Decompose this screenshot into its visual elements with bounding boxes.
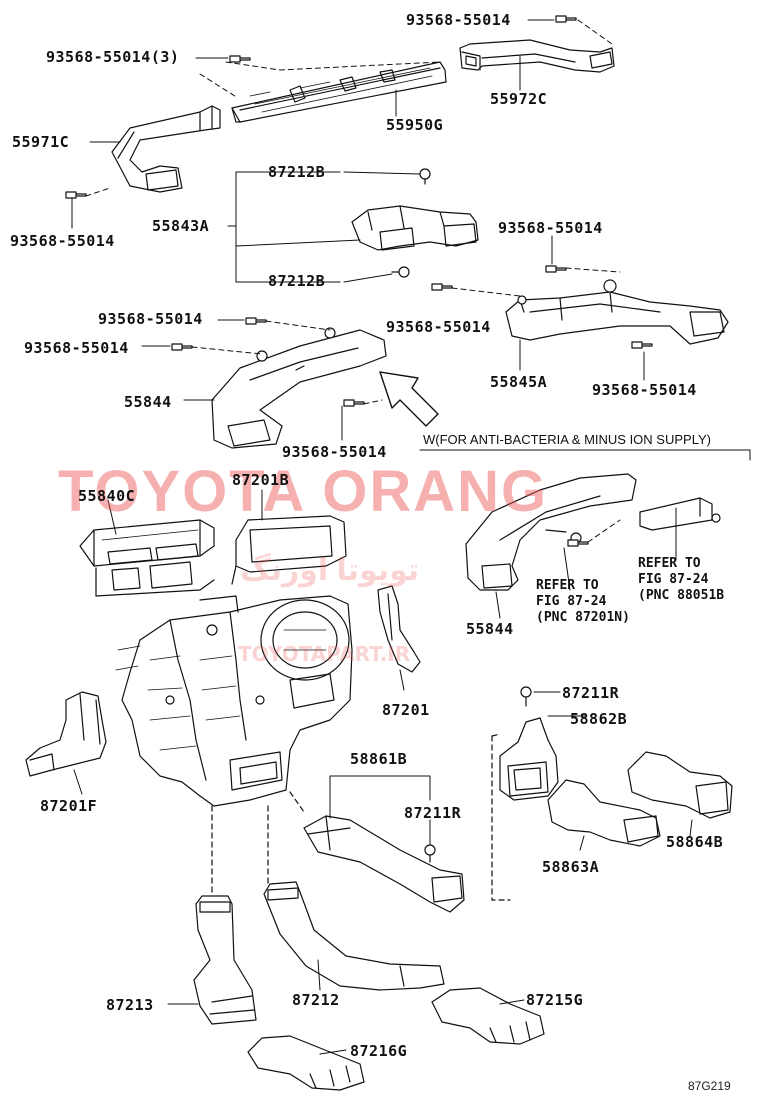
duct-55844-lower bbox=[465, 473, 637, 591]
label-55840c: 55840C bbox=[78, 487, 136, 505]
duct-55843a bbox=[351, 205, 479, 251]
label-87212: 87212 bbox=[292, 991, 340, 1009]
label-bolt-left-2: 93568-55014 bbox=[98, 310, 203, 328]
duct-87216g bbox=[247, 1035, 365, 1091]
label-87201: 87201 bbox=[382, 701, 430, 719]
label-bolt-right-2: 93568-55014 bbox=[498, 219, 603, 237]
duct-58863a bbox=[547, 779, 661, 847]
label-55972c: 55972C bbox=[490, 90, 548, 108]
watermark-text: TOYOTA ORANG bbox=[58, 459, 549, 524]
duct-58864b bbox=[627, 751, 733, 819]
label-55844-bottom: 55844 bbox=[466, 620, 514, 638]
duct-87201 bbox=[377, 585, 421, 673]
watermark-url: TOYOTAPART.IR bbox=[238, 642, 411, 666]
register-55950g bbox=[231, 61, 447, 123]
label-58863a: 58863A bbox=[542, 858, 600, 876]
direction-arrow bbox=[379, 371, 439, 427]
label-bolt-left-1: 93568-55014 bbox=[10, 232, 115, 250]
label-55844-top: 55844 bbox=[124, 393, 172, 411]
label-bolt-top-right: 93568-55014 bbox=[406, 11, 511, 29]
duct-58862b bbox=[499, 717, 559, 801]
note-anti-bacteria: W(FOR ANTI-BACTERIA & MINUS ION SUPPLY) bbox=[423, 432, 711, 447]
label-87213: 87213 bbox=[106, 996, 154, 1014]
label-55845a: 55845A bbox=[490, 373, 548, 391]
refer-87201n: REFER TO FIG 87-24 (PNC 87201N) bbox=[536, 578, 630, 625]
label-87211r-top: 87211R bbox=[562, 684, 620, 702]
refer-88051b: REFER TO FIG 87-24 (PNC 88051B bbox=[638, 556, 725, 603]
label-58864b: 58864B bbox=[666, 833, 724, 851]
watermark-persian: تویوتا اورنگ bbox=[240, 554, 420, 587]
label-bolt-right-3: 93568-55014 bbox=[386, 318, 491, 336]
duct-55840c bbox=[79, 519, 215, 597]
label-58862b: 58862B bbox=[570, 710, 628, 728]
duct-87201f bbox=[25, 691, 107, 777]
label-87201f: 87201F bbox=[40, 797, 98, 815]
label-bolt-3: 93568-55014(3) bbox=[46, 48, 180, 66]
label-87201b: 87201B bbox=[232, 471, 290, 489]
label-bolt-right-4: 93568-55014 bbox=[592, 381, 697, 399]
sensor-88051b bbox=[639, 497, 721, 531]
label-55843a: 55843A bbox=[152, 217, 210, 235]
label-bolt-mid: 93568-55014 bbox=[282, 443, 387, 461]
figure-code: 87G219 bbox=[688, 1079, 731, 1093]
label-87216g: 87216G bbox=[350, 1042, 408, 1060]
duct-87215g bbox=[431, 987, 545, 1045]
duct-55971c bbox=[111, 105, 221, 193]
label-bolt-left-3: 93568-55014 bbox=[24, 339, 129, 357]
duct-55844-upper bbox=[211, 327, 387, 449]
frame-87201b bbox=[231, 515, 347, 585]
duct-58861b bbox=[303, 815, 465, 913]
label-87211r-bottom: 87211R bbox=[404, 804, 462, 822]
label-55971c: 55971C bbox=[12, 133, 70, 151]
label-87215g: 87215G bbox=[526, 991, 584, 1009]
duct-55972c bbox=[459, 39, 615, 73]
label-87212b-top: 87212B bbox=[268, 163, 326, 181]
duct-55845a bbox=[505, 279, 729, 345]
duct-87212 bbox=[263, 881, 445, 991]
duct-87213 bbox=[193, 895, 257, 1025]
label-55950g: 55950G bbox=[386, 116, 444, 134]
label-87212b-bottom: 87212B bbox=[268, 272, 326, 290]
bolt-icons bbox=[65, 15, 653, 547]
hvac-unit bbox=[115, 595, 353, 807]
label-58861b: 58861B bbox=[350, 750, 408, 768]
